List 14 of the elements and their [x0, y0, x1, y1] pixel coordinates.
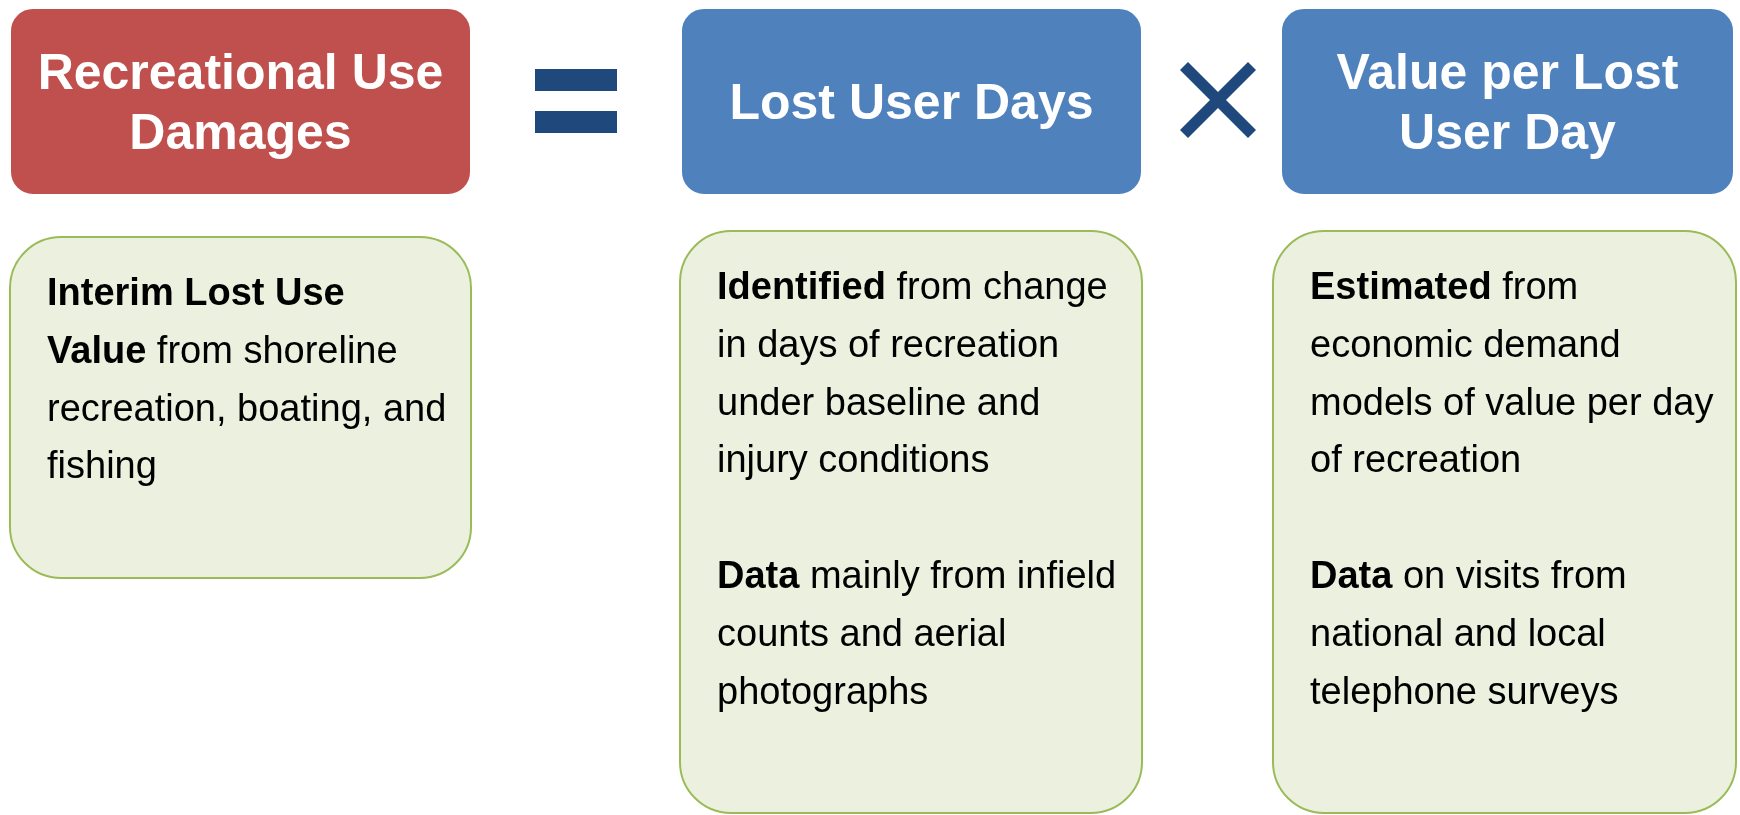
title-box: [682, 9, 1141, 194]
description-text: Data mainly from infield counts and aerial photographs: [717, 553, 1118, 714]
title-text: Lost User Days: [729, 72, 1094, 132]
title-box: [11, 9, 470, 194]
description-box: [679, 230, 1143, 814]
title-text: Recreational Use Damages: [36, 42, 445, 162]
description-text: Interim Lost Use Value from shoreline recreation, boating, and fishing: [47, 270, 448, 489]
title-box: [1282, 9, 1733, 194]
description-box: [1272, 230, 1737, 814]
description-box: [9, 236, 472, 579]
description-text: Estimated from economic demand models of value per day of recreation: [1310, 264, 1715, 483]
description-text: Identified from change in days of recreation under baseline and injury conditions: [717, 264, 1109, 483]
description-text: Data on visits from national and local telephone surveys: [1310, 553, 1628, 714]
title-text: Value per Lost User Day: [1335, 42, 1680, 162]
